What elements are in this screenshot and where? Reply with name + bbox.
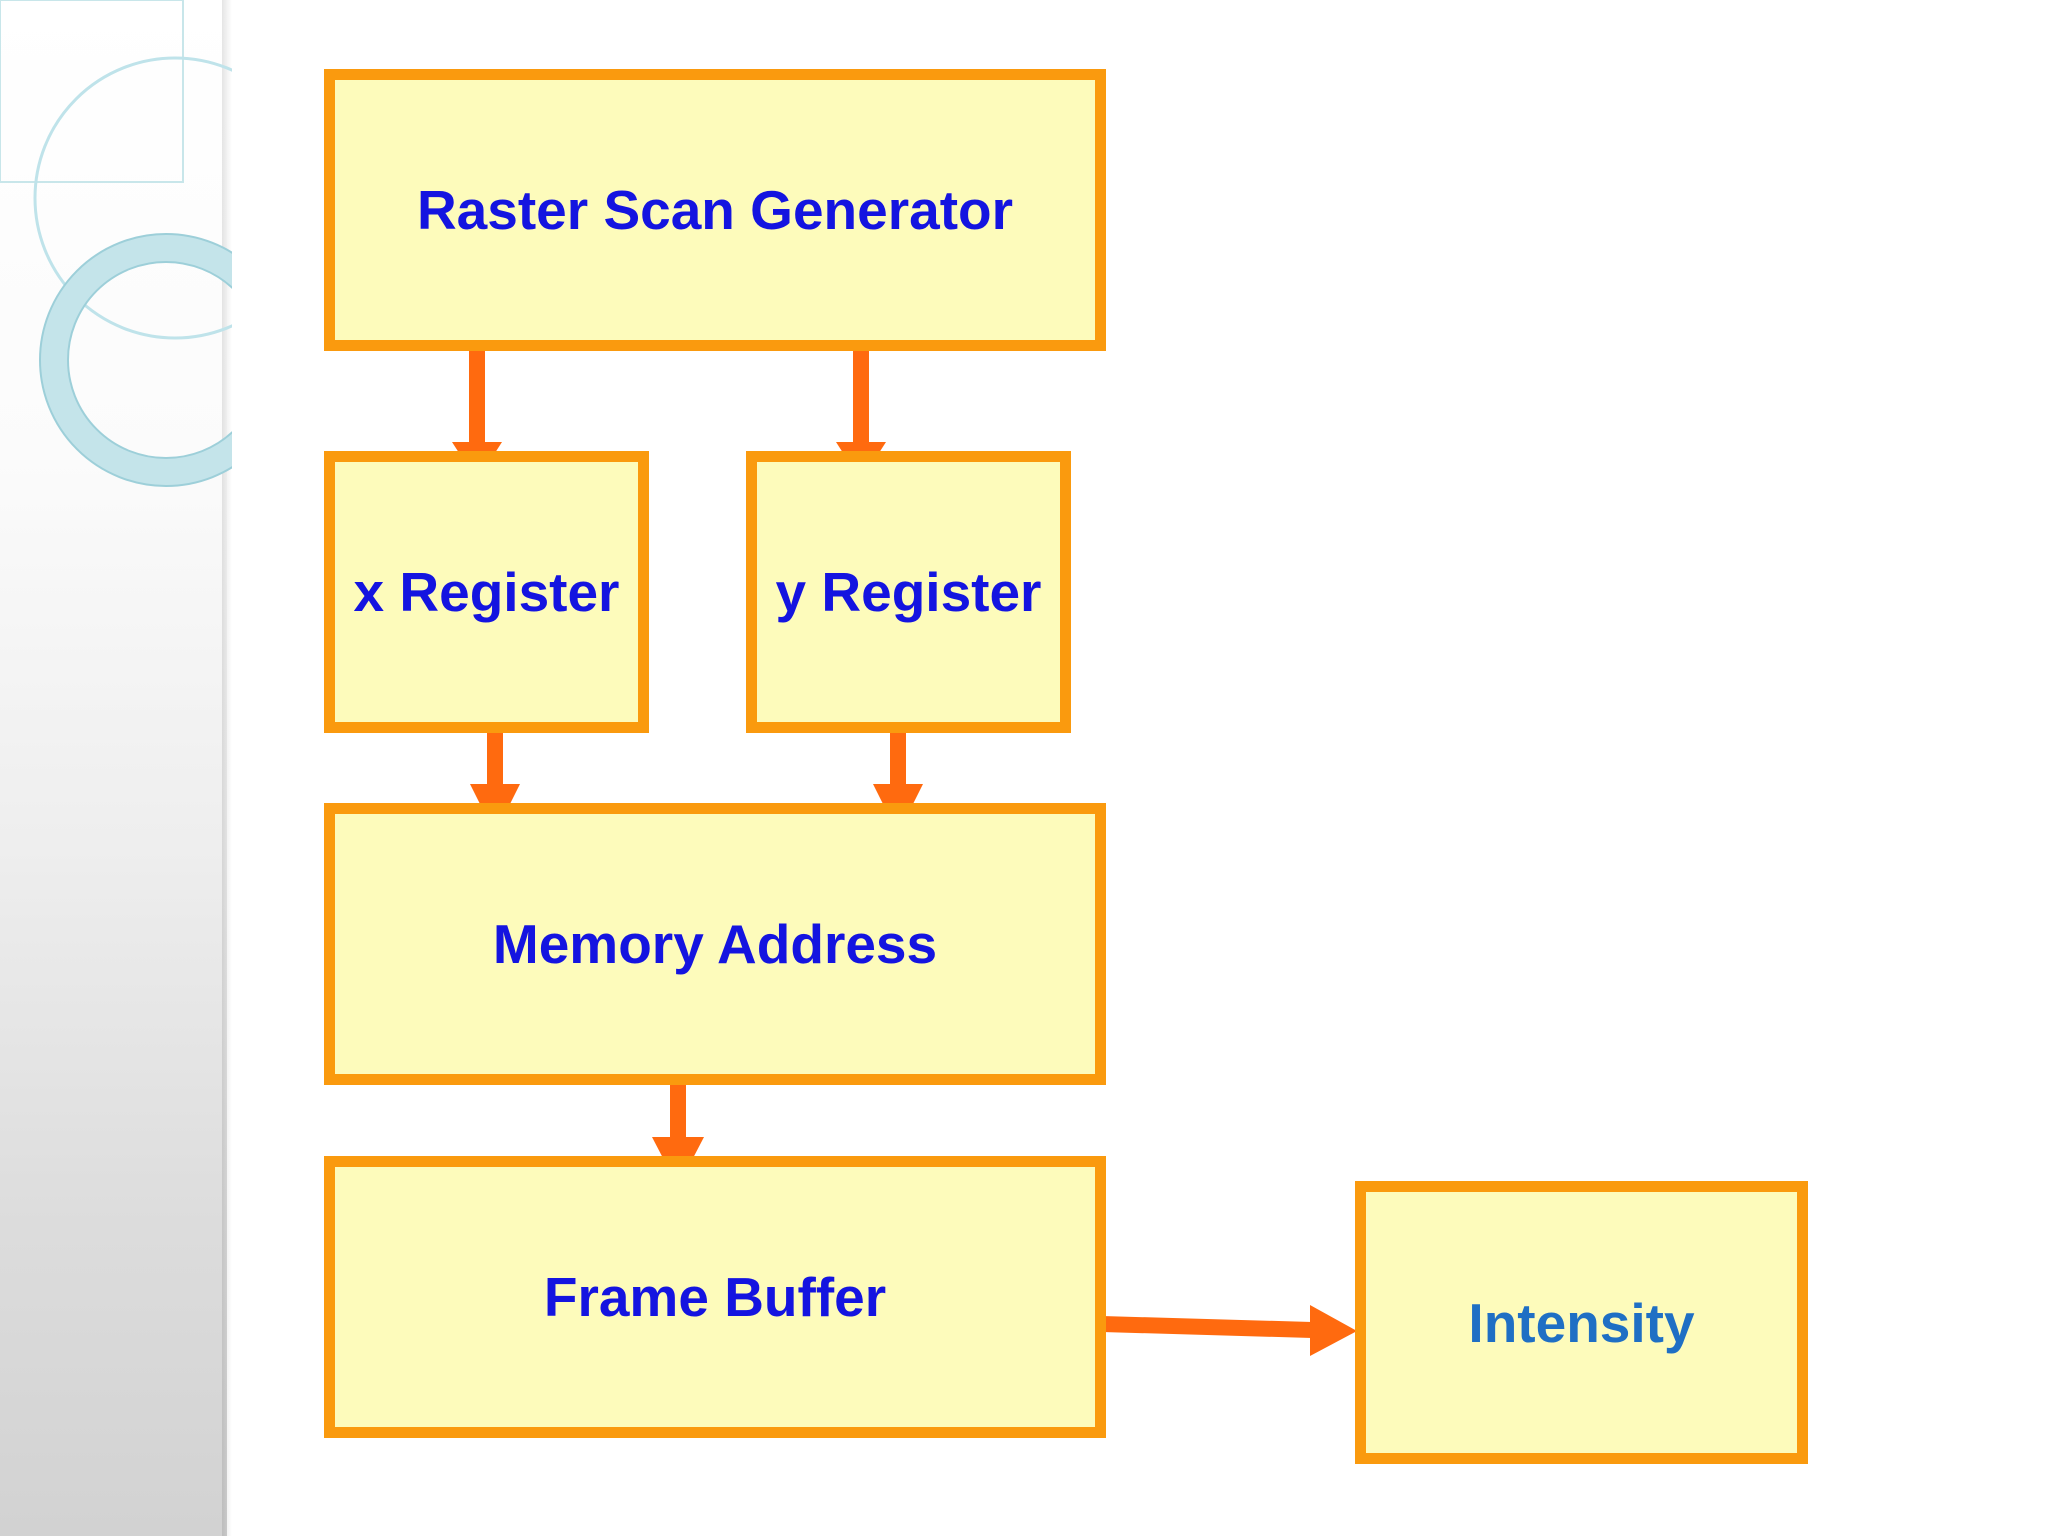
frame-buffer-label: Frame Buffer — [543, 1266, 887, 1328]
raster-scan-generator-block: Raster Scan Generator — [324, 69, 1106, 351]
intensity-block: Intensity — [1355, 1181, 1808, 1464]
decor-thick-ring — [40, 234, 232, 486]
x-register-label: x Register — [353, 561, 620, 623]
decor-large-ring — [33, 56, 232, 340]
side-band-shadow — [222, 0, 232, 1536]
arrow-frame-buffer-to-intensity — [1102, 1305, 1357, 1356]
decorative-rings — [0, 0, 232, 487]
y-register-block: y Register — [746, 451, 1071, 733]
x-register-block: x Register — [324, 451, 649, 733]
y-register-label: y Register — [775, 561, 1042, 623]
frame-buffer-block: Frame Buffer — [324, 1156, 1106, 1438]
decor-ring-outline-outer — [39, 233, 232, 487]
decor-ring-outline-inner — [67, 261, 232, 459]
intensity-label: Intensity — [1468, 1291, 1695, 1354]
decor-square — [0, 0, 184, 183]
raster-scan-generator-label: Raster Scan Generator — [416, 179, 1014, 241]
memory-address-label: Memory Address — [492, 913, 938, 975]
memory-address-block: Memory Address — [324, 803, 1106, 1085]
